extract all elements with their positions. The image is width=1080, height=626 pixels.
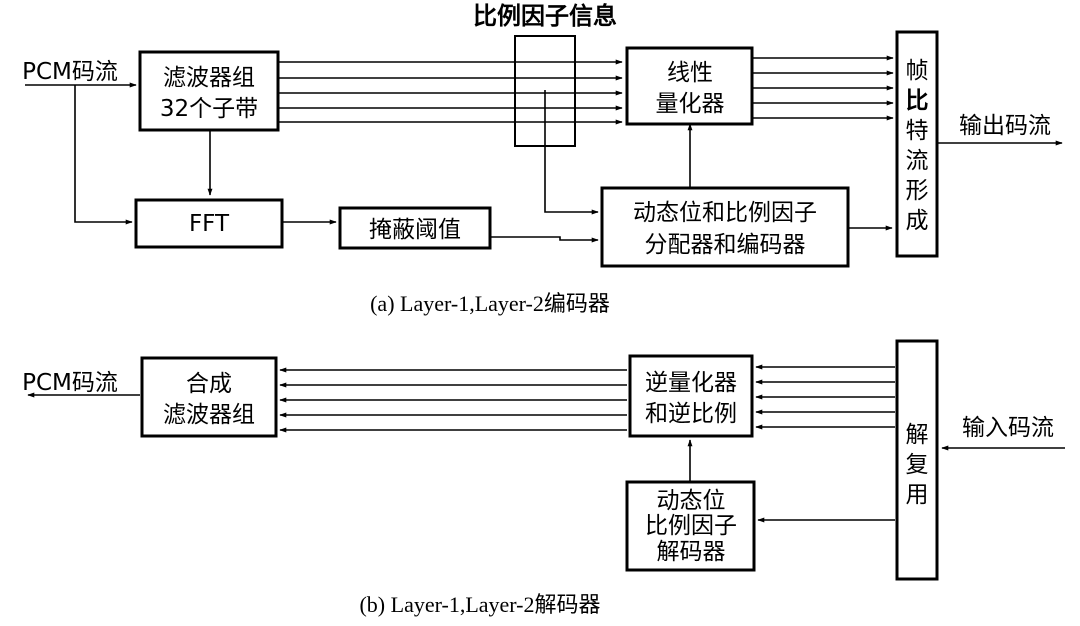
dequantized-lines xyxy=(279,367,627,433)
demux-char: 解 xyxy=(906,422,929,448)
scale-decoder-label-line2: 比例因子 xyxy=(645,513,737,539)
quantizer-label-line1: 线性 xyxy=(667,60,713,86)
encoder-diagram: PCM码流 滤波器组 32个子带 比例因子信息 线性 量化器 帧 比 特 流 形… xyxy=(22,2,1063,316)
frame-former-char: 比 xyxy=(906,88,929,114)
masking-threshold-block xyxy=(338,206,492,250)
filter-bank-label-line2: 32个子带 xyxy=(160,96,258,122)
decoder-caption: (b) Layer-1,Layer-2解码器 xyxy=(359,592,600,617)
synthesis-filter-label-line2: 滤波器组 xyxy=(163,402,255,428)
demux-char: 复 xyxy=(906,452,929,478)
bit-allocation-label-line2: 分配器和编码器 xyxy=(645,232,806,258)
encoder-caption: (a) Layer-1,Layer-2编码器 xyxy=(370,291,610,316)
bit-allocation-block xyxy=(600,186,850,268)
frame-former-char: 帧 xyxy=(906,58,929,84)
scale-decoder-label-line3: 解码器 xyxy=(657,539,726,565)
demux-block xyxy=(895,339,939,581)
arrow-masking-to-alloc xyxy=(490,236,599,243)
frame-former-label: 帧 比 特 流 形 成 xyxy=(906,58,929,234)
dequantizer-label-line2: 和逆比例 xyxy=(645,401,737,427)
quantized-lines xyxy=(752,55,894,121)
dequantizer-label-line1: 逆量化器 xyxy=(645,370,737,396)
arrow-scale-to-alloc xyxy=(544,90,599,215)
decoder-connectors xyxy=(27,364,1065,523)
decoder-diagram: PCM码流 合成 滤波器组 逆量化器 和逆比例 解 复 用 输入码流 动态位 比… xyxy=(22,339,1065,617)
frame-former-char: 形 xyxy=(906,178,929,204)
filter-bank-label-line1: 滤波器组 xyxy=(163,65,255,91)
pcm-output-label: PCM码流 xyxy=(22,370,118,396)
encoder-connectors xyxy=(25,55,1063,243)
demux-char: 用 xyxy=(906,482,929,508)
pcm-input-label: PCM码流 xyxy=(22,59,118,85)
quantizer-block xyxy=(625,46,754,126)
dequantizer-block xyxy=(628,354,754,438)
synthesis-filter-label-line1: 合成 xyxy=(186,371,232,397)
subband-lines xyxy=(278,59,623,125)
frame-former-char: 成 xyxy=(906,208,929,234)
scale-info-block xyxy=(514,35,576,147)
input-bitstream-label: 输入码流 xyxy=(962,415,1054,441)
fft-label: FFT xyxy=(189,211,230,237)
quantizer-label-line2: 量化器 xyxy=(656,91,725,117)
frame-former-block xyxy=(895,30,939,258)
demux-lines xyxy=(755,364,895,430)
frame-former-char: 流 xyxy=(906,148,929,174)
output-bitstream-label: 输出码流 xyxy=(959,113,1051,139)
arrow-pcm-to-fft xyxy=(74,85,133,225)
scale-decoder-block xyxy=(625,480,756,572)
scale-decoder-label-line1: 动态位 xyxy=(657,488,726,514)
bit-allocation-label-line1: 动态位和比例因子 xyxy=(633,200,817,226)
synthesis-filter-block xyxy=(140,356,278,438)
scale-info-title: 比例因子信息 xyxy=(473,2,617,30)
frame-former-char: 特 xyxy=(906,118,929,144)
demux-label: 解 复 用 xyxy=(906,422,929,508)
fft-block xyxy=(134,198,284,249)
masking-threshold-label: 掩蔽阈值 xyxy=(369,217,461,243)
filter-bank-block xyxy=(138,50,280,132)
